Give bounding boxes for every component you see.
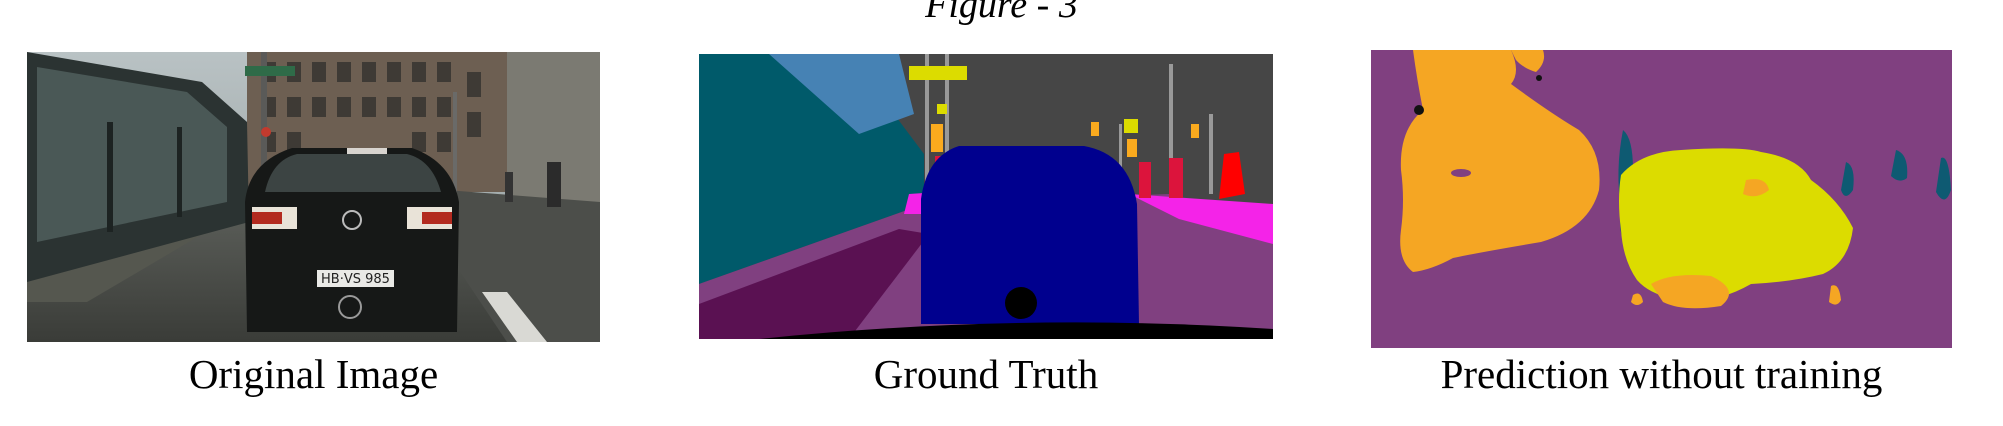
prediction-car-blob [1619,148,1853,301]
caption-prediction: Prediction without training [1440,351,1883,397]
pole [925,54,929,199]
license-plate: HB·VS 985 [321,272,390,287]
car-rear [245,148,459,332]
original-image: HB·VS 985 [27,52,600,342]
prediction-building-blob [1400,50,1600,272]
sky-region [769,54,914,134]
figure-title: Figure - 3 [925,0,1078,26]
traffic-light [931,124,943,152]
traffic-sign [909,66,967,80]
street-scene-photo: HB·VS 985 [27,52,600,342]
prediction-segmentation [1371,50,1952,348]
caption-ground-truth: Ground Truth [873,351,1099,397]
ground-truth-segmentation [699,54,1273,339]
caption-original-image: Original Image [188,351,439,397]
prediction-image [1371,50,1952,348]
sidewalk-region [1129,194,1273,244]
car-region [921,146,1139,324]
ground-truth-image [699,54,1273,339]
rider [1219,152,1245,199]
ego-vehicle [759,322,1273,339]
